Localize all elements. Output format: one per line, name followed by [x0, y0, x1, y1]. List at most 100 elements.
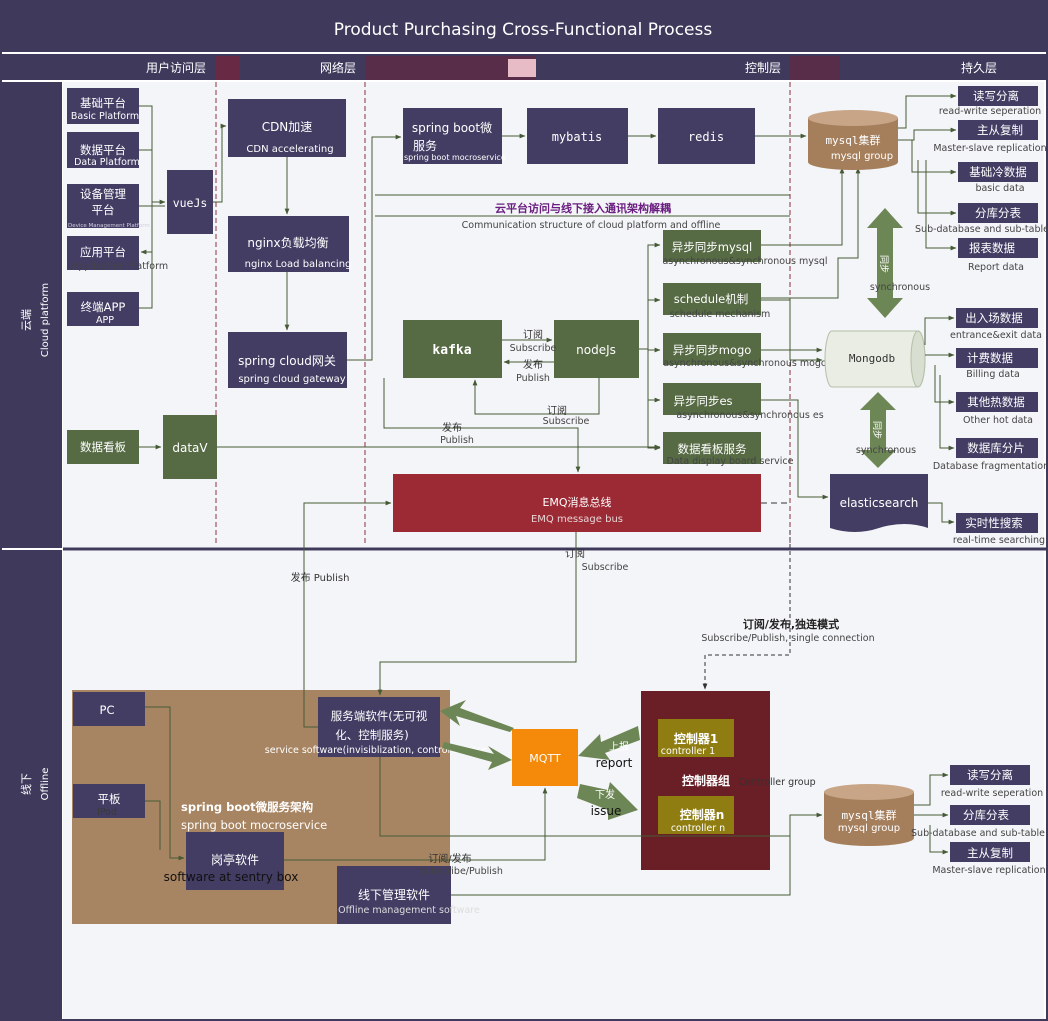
- svg-text:同步: 同步: [878, 255, 889, 273]
- svg-text:Offline management software: Offline management software: [338, 905, 480, 916]
- controller-1[interactable]: 控制器1 controller 1: [658, 719, 734, 757]
- service-async-es[interactable]: 异步同步es asynchronous&synchronous es: [663, 383, 824, 421]
- service-schedule[interactable]: schedule机制 schedule mechanism: [663, 283, 770, 320]
- svg-text:数据平台: 数据平台: [80, 143, 126, 157]
- svg-text:Controller group: Controller group: [738, 777, 815, 788]
- mysql-out-report: 报表数据 Report data: [958, 238, 1038, 273]
- svg-text:real-time searching: real-time searching: [953, 535, 1045, 546]
- service-async-mysql[interactable]: 异步同步mysql asynchronous&synchronous mysql: [662, 230, 828, 267]
- mongodb-node[interactable]: Mongodb: [824, 330, 926, 388]
- svg-text:数据看板: 数据看板: [80, 440, 126, 454]
- svg-text:spring boot微: spring boot微: [412, 121, 492, 135]
- pad-node[interactable]: 平板 IPod: [73, 784, 145, 818]
- spring-cloud-gateway-node[interactable]: spring cloud网关 spring cloud gateway: [228, 332, 347, 388]
- pc-node[interactable]: PC: [73, 692, 145, 726]
- nginx-node[interactable]: nginx负载均衡 nginx Load balancing: [228, 216, 351, 272]
- lane-persistence: 持久层: [961, 60, 997, 75]
- svg-text:异步同步es: 异步同步es: [673, 394, 732, 408]
- emq-subscribe-cn: 订阅: [547, 404, 567, 417]
- svg-text:Basic Platform: Basic Platform: [71, 111, 139, 122]
- cdn-node[interactable]: CDN加速 CDN accelerating: [228, 99, 346, 157]
- single-conn-cn: 订阅/发布,独连模式: [743, 617, 839, 631]
- lane-network: 网络层: [320, 60, 356, 75]
- svg-text:Billing data: Billing data: [966, 369, 1020, 380]
- svg-text:线下管理软件: 线下管理软件: [358, 887, 430, 902]
- svg-text:elasticsearch: elasticsearch: [840, 496, 919, 510]
- sentry-software-node[interactable]: 岗亭软件 software at sentry box: [164, 832, 299, 890]
- nodejs-node[interactable]: nodeJs: [554, 320, 639, 378]
- mqtt-node[interactable]: MQTT: [512, 729, 578, 786]
- mysql-out-subdb: 分库分表 Sub-database and sub-table: [915, 203, 1048, 235]
- comm-title-cn: 云平台访问与线下接入通讯架构解耦: [495, 201, 671, 215]
- redis-node[interactable]: redis: [658, 108, 755, 164]
- kafka-subscribe-cn: 订阅: [523, 328, 543, 341]
- svg-text:出入场数据: 出入场数据: [965, 311, 1023, 325]
- svg-text:Sub-database and sub-table: Sub-database and sub-table: [915, 224, 1048, 235]
- service-dashboard[interactable]: 数据看板服务 Data display board service: [663, 432, 794, 467]
- service-async-mongo[interactable]: 异步同步mogo asynchronous&synchronous mogo: [663, 333, 827, 369]
- mysql-cluster-cloud[interactable]: mysql集群 mysql group: [808, 110, 898, 170]
- arrow-service-to-mqtt: [442, 742, 512, 770]
- svg-text:asynchronous&synchronous mogo: asynchronous&synchronous mogo: [663, 358, 827, 369]
- svg-text:Sub-database and sub-table: Sub-database and sub-table: [911, 828, 1045, 839]
- svg-text:主从复制: 主从复制: [967, 846, 1013, 860]
- svg-text:nginx负载均衡: nginx负载均衡: [247, 236, 328, 250]
- client-terminal-app[interactable]: 终端APP APP: [67, 292, 139, 326]
- svg-text:CDN加速: CDN加速: [262, 120, 313, 134]
- emq-message-bus[interactable]: EMQ消息总线 EMQ message bus: [393, 474, 761, 532]
- svg-text:nginx Load balancing: nginx Load balancing: [245, 259, 352, 270]
- svg-text:read-write seperation: read-write seperation: [939, 106, 1041, 117]
- datav-node[interactable]: dataV: [163, 415, 217, 479]
- client-application-platform[interactable]: 应用平台 Application Platform: [67, 236, 168, 272]
- svg-text:数据看板服务: 数据看板服务: [678, 442, 747, 456]
- svg-text:read-write seperation: read-write seperation: [941, 788, 1043, 799]
- svg-text:asynchronous&synchronous mysql: asynchronous&synchronous mysql: [662, 256, 827, 267]
- svg-text:异步同步mysql: 异步同步mysql: [672, 240, 753, 254]
- offline-subscribe-cn: 订阅: [565, 547, 585, 560]
- mysql-cluster-offline[interactable]: mysql集群 mysql group: [824, 784, 914, 846]
- svg-text:issue: issue: [591, 804, 622, 818]
- mongo-out-billing: 计费数据 Billing data: [956, 348, 1038, 380]
- kafka-node[interactable]: kafka: [403, 320, 502, 378]
- mybatis-node[interactable]: mybatis: [527, 108, 628, 164]
- mongo-out-entrance: 出入场数据 entrance&exit data: [950, 308, 1042, 341]
- svg-text:EMQ消息总线: EMQ消息总线: [542, 495, 611, 509]
- svg-text:基础平台: 基础平台: [80, 96, 126, 110]
- offline-management-node[interactable]: 线下管理软件 Offline management software: [337, 866, 480, 924]
- svg-text:Report data: Report data: [968, 262, 1024, 273]
- sentry-subpub-cn: 订阅/发布: [428, 852, 471, 865]
- client-device-management[interactable]: 设备管理 平台 Device Management Platform: [67, 184, 150, 229]
- elasticsearch-node[interactable]: elasticsearch: [830, 474, 928, 532]
- svg-text:分库分表: 分库分表: [975, 206, 1021, 220]
- offline-zone-bar: [2, 550, 62, 1019]
- client-basic-platform[interactable]: 基础平台 Basic Platform: [67, 88, 139, 124]
- diagram-title: Product Purchasing Cross-Functional Proc…: [334, 20, 713, 40]
- service-software-node[interactable]: 服务端软件(无可视 化、控制服务) service software(invis…: [265, 697, 488, 757]
- mysql-out-readwrite: 读写分离 read-write seperation: [939, 86, 1041, 117]
- svg-text:mysql group: mysql group: [838, 823, 900, 834]
- svg-text:数据库分片: 数据库分片: [967, 441, 1025, 455]
- svg-text:APP: APP: [96, 315, 114, 326]
- svg-text:分库分表: 分库分表: [963, 808, 1009, 822]
- sync-arrow-mysql-mongo: 同步 synchronous: [867, 208, 930, 318]
- offline-subscribe-en: Subscribe: [582, 562, 629, 573]
- svg-text:控制器n: 控制器n: [680, 807, 725, 822]
- svg-text:Other hot data: Other hot data: [963, 415, 1033, 426]
- svg-text:应用平台: 应用平台: [80, 245, 126, 259]
- svg-text:basic data: basic data: [975, 183, 1024, 194]
- svg-text:EMQ message bus: EMQ message bus: [531, 514, 623, 525]
- svg-text:CDN accelerating: CDN accelerating: [246, 144, 333, 155]
- vuejs-node[interactable]: vueJs: [167, 170, 213, 234]
- svg-text:Master-slave replication: Master-slave replication: [933, 143, 1046, 154]
- offline-out-master-slave: 主从复制 Master-slave replication: [932, 842, 1046, 876]
- dashboard-node[interactable]: 数据看板: [67, 430, 139, 464]
- controller-n[interactable]: 控制器n controller n: [658, 796, 734, 834]
- es-out-realtime: 实时性搜索 real-time searching: [953, 513, 1045, 546]
- sb-arch-cn: spring boot微服务架构: [181, 800, 314, 814]
- springboot-node[interactable]: spring boot微 服务 spring boot mocroservice: [403, 108, 506, 164]
- svg-text:controller n: controller n: [671, 823, 725, 834]
- client-data-platform[interactable]: 数据平台 Data Platform: [67, 132, 140, 168]
- svg-text:异步同步mogo: 异步同步mogo: [673, 343, 752, 357]
- svg-text:controller 1: controller 1: [661, 746, 715, 757]
